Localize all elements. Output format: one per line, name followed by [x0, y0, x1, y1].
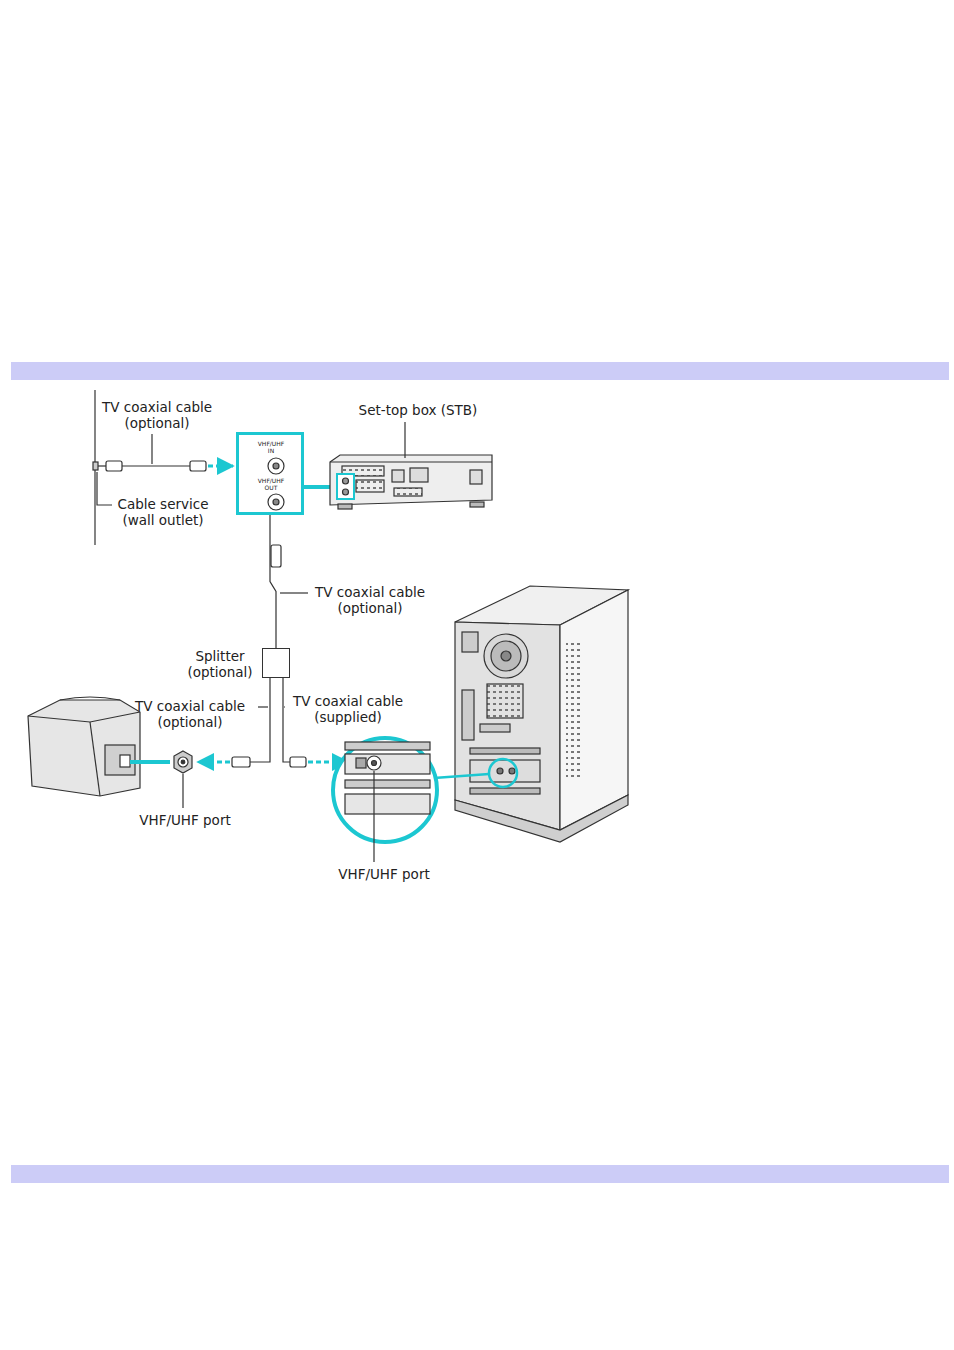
node-text: VHF/UHF IN: [254, 440, 288, 454]
port-label: VHF/UHF port: [314, 866, 454, 882]
node-text: Splitter (optional): [181, 648, 259, 680]
cable-label: TV coaxial cable (supplied): [286, 693, 410, 725]
coax-cable: [270, 515, 276, 648]
section-bar: [11, 362, 949, 380]
port-label: VHF/UHF port: [115, 812, 255, 828]
port-panel: VHF/UHF IN VHF/UHF OUT: [236, 432, 304, 515]
cable-label: TV coaxial cable (optional): [92, 399, 222, 431]
cable-label: TV coaxial cable (optional): [126, 698, 254, 730]
section-bar: [11, 1165, 949, 1183]
splitter-box: Splitter (optional): [262, 648, 290, 678]
cable-label: TV coaxial cable (optional): [305, 584, 435, 616]
device-label: Set-top box (STB): [338, 402, 498, 418]
outlet-label: Cable service (wall outlet): [108, 496, 218, 528]
node-text: VHF/UHF OUT: [254, 477, 288, 491]
